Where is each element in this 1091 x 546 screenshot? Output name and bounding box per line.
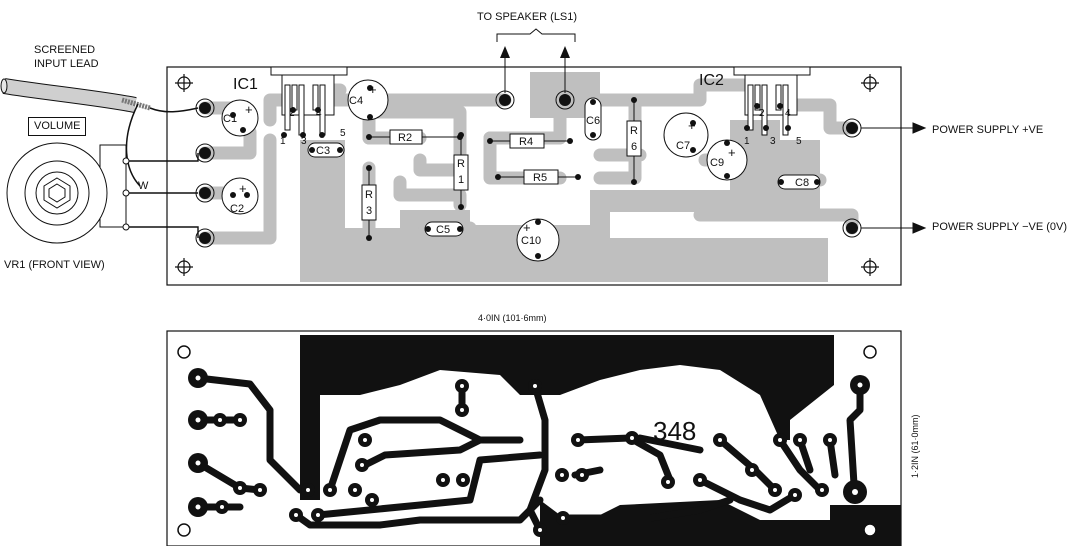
screened-input-lead-label-2: INPUT LEAD bbox=[34, 58, 99, 70]
ic2-label: IC2 bbox=[699, 72, 724, 89]
board-number: 348 bbox=[653, 416, 696, 446]
c7-label: C7 bbox=[676, 140, 690, 152]
capacitor-c7 bbox=[663, 112, 709, 158]
r6-label-top: R bbox=[630, 125, 638, 137]
capacitor-c6 bbox=[584, 97, 602, 141]
c3-label: C3 bbox=[316, 145, 330, 157]
board-width-dimension: 4·0IN (101·6mm) bbox=[478, 313, 547, 323]
ic1-pin-5: 5 bbox=[340, 128, 346, 139]
c8-label: C8 bbox=[795, 177, 809, 189]
power-positive-arrow bbox=[861, 122, 927, 134]
speaker-bracket bbox=[496, 28, 576, 93]
power-positive-label: POWER SUPPLY +VE bbox=[932, 124, 1044, 136]
r6-label-bottom: 6 bbox=[631, 141, 637, 153]
ic2-pin-labels: 1 2 3 4 5 bbox=[744, 108, 802, 147]
r4-label: R4 bbox=[519, 136, 533, 148]
resistor-r2 bbox=[369, 129, 460, 145]
copper-mounting-holes bbox=[177, 345, 877, 537]
c5-label: C5 bbox=[436, 224, 450, 236]
copper-pad-holes bbox=[195, 375, 863, 532]
vr1-label: VR1 (FRONT VIEW) bbox=[4, 259, 105, 271]
wiper-label: W bbox=[138, 180, 149, 192]
c1-plus: + bbox=[245, 102, 253, 117]
resistor-r1 bbox=[453, 135, 469, 208]
speaker-arrows bbox=[500, 46, 570, 58]
mounting-hole-top-right bbox=[861, 74, 879, 92]
c4-plus: + bbox=[369, 82, 377, 97]
c10-plus: + bbox=[523, 220, 531, 235]
r2-label: R2 bbox=[398, 132, 412, 144]
power-negative-arrow bbox=[861, 222, 927, 234]
r5-label: R5 bbox=[533, 172, 547, 184]
resistor-r4 bbox=[490, 133, 570, 149]
ic2-pin-5: 5 bbox=[796, 136, 802, 147]
resistor-r6 bbox=[626, 100, 642, 182]
ic2-pin-2: 2 bbox=[759, 108, 765, 119]
capacitor-c2 bbox=[221, 177, 259, 215]
to-speaker-label: TO SPEAKER (LS1) bbox=[477, 11, 578, 23]
r1-label-top: R bbox=[457, 158, 465, 170]
c2-plus: + bbox=[239, 181, 247, 196]
capacitor-c3 bbox=[307, 142, 345, 158]
power-negative-label: POWER SUPPLY −VE (0V) bbox=[932, 221, 1067, 233]
capacitor-c1 bbox=[221, 99, 259, 137]
r1-label-bottom: 1 bbox=[458, 174, 464, 186]
c4-label: C4 bbox=[349, 95, 363, 107]
mounting-hole-top-left bbox=[175, 74, 193, 92]
ic1-pin-labels: 1 2 3 4 5 bbox=[280, 108, 346, 147]
resistor-r3 bbox=[361, 167, 377, 240]
ic1-pin-1: 1 bbox=[280, 136, 286, 147]
capacitor-c4 bbox=[347, 79, 389, 121]
c9-plus: + bbox=[728, 145, 736, 160]
ic1-pin-3: 3 bbox=[301, 136, 307, 147]
ic1-label: IC1 bbox=[233, 76, 258, 93]
volume-label: VOLUME bbox=[28, 117, 87, 136]
ic2-pin-4: 4 bbox=[785, 108, 791, 119]
mounting-hole-bottom-left bbox=[175, 258, 193, 276]
r3-label-top: R bbox=[365, 189, 373, 201]
copper-fill-dark bbox=[300, 335, 901, 546]
mounting-hole-bottom-right bbox=[861, 258, 879, 276]
c9-label: C9 bbox=[710, 157, 724, 169]
volume-pot-vr1 bbox=[6, 142, 199, 244]
c6-label: C6 bbox=[586, 115, 600, 127]
ic1-pin-4: 4 bbox=[316, 108, 322, 119]
resistor-r5 bbox=[498, 169, 578, 185]
ic1-pin-2: 2 bbox=[289, 108, 295, 119]
screened-input-lead-label-1: SCREENED bbox=[34, 44, 96, 56]
pads-top bbox=[199, 85, 858, 259]
mounting-holes-top bbox=[175, 74, 879, 276]
r3-label-bottom: 3 bbox=[366, 205, 372, 217]
ic2-pin-1: 1 bbox=[744, 136, 750, 147]
c10-label: C10 bbox=[521, 235, 541, 247]
c2-label: C2 bbox=[230, 203, 244, 215]
screened-input-lead bbox=[0, 78, 199, 187]
ic2 bbox=[733, 66, 811, 136]
board-height-dimension: 1·2IN (61·0mm) bbox=[910, 414, 920, 478]
ic2-pin-3: 3 bbox=[770, 136, 776, 147]
